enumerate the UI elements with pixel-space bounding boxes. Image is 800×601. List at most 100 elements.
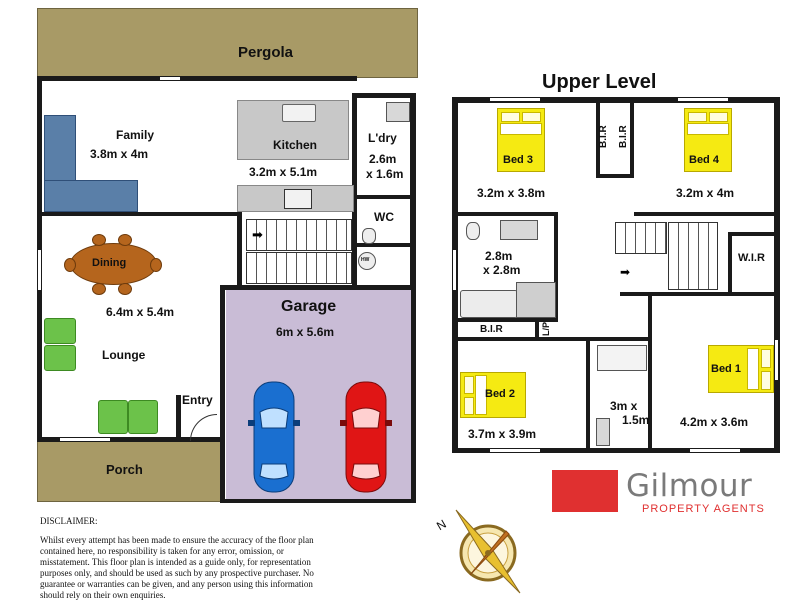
wall [220,499,416,503]
staircase [668,222,718,290]
pillow [522,112,541,122]
blue-car-icon [248,381,300,493]
dining-chair [92,283,106,295]
logo-name: Gilmour [626,468,753,504]
wall [352,243,416,247]
wall [452,448,780,453]
bed-2-label: Bed 2 [485,388,515,400]
wall [535,318,539,341]
wall [37,76,357,81]
laundry-label: L'dry [368,131,397,145]
wall [774,97,780,453]
wall [410,93,416,289]
staircase [246,252,352,284]
armchair [44,345,76,371]
wall [586,337,651,341]
logo-tagline: PROPERTY AGENTS [642,503,765,515]
wall [634,212,780,216]
lp-label: L/P [541,321,551,336]
bir-label: B.I.R [480,324,503,335]
wall [176,395,181,440]
shower-icon [597,345,647,371]
armchair [44,318,76,344]
bed-3-label: Bed 3 [503,154,533,166]
wall [452,318,558,322]
lounge-label: Lounge [102,348,146,362]
agency-logo: Gilmour PROPERTY AGENTS [552,468,782,516]
compass-icon [455,509,521,594]
window [690,449,740,452]
hw-label: HW [361,257,370,263]
bed-3: Bed 3 [497,108,545,172]
entry-label: Entry [182,393,213,407]
window [678,98,728,101]
bed-1-label: Bed 1 [711,363,741,375]
wall [37,437,223,442]
wall [237,212,242,287]
wall [352,195,416,199]
wall [630,97,634,177]
bath-size-2: x 2.8m [483,263,521,277]
wall [352,93,357,288]
dining-chair [150,258,162,272]
family-size: 3.8m x 4m [90,147,149,161]
bed-1: Bed 1 [708,345,774,393]
shower-icon [516,282,556,318]
pillow [761,371,771,390]
family-label: Family [116,128,155,142]
dining-label: Dining [92,257,127,269]
red-car-icon [340,381,392,493]
kitchen-sink-icon [282,104,316,122]
wall [220,285,225,503]
sheet [687,123,729,135]
upper-floor-plan: Upper Level [440,60,790,460]
pillow [464,397,474,415]
pergola-label: Pergola [238,44,294,61]
wir-label: W.I.R [738,252,765,264]
garage-size: 6m x 5.6m [276,325,335,339]
wall [452,212,558,216]
staircase [615,222,667,254]
bed-2-size: 3.7m x 3.9m [468,427,537,441]
logo-red-block [552,470,618,512]
wall [452,337,586,341]
arrow-right-icon: ➡ [620,265,631,279]
kitchen-label: Kitchen [273,138,318,152]
laundry-size-1: 2.6m [369,152,397,166]
bed-4: Bed 4 [684,108,732,172]
lounge-size: 6.4m x 5.4m [106,305,175,319]
wall [620,292,780,296]
bed-2: Bed 2 [460,372,526,418]
wall [728,232,780,236]
laundry-size-2: x 1.6m [366,167,404,181]
laundry-tub-icon [386,102,410,122]
wall [596,174,634,178]
ground-floor-plan: Pergola Porch Family 3.8m x 4m Kitchen 3… [0,0,430,510]
dining-chair [92,234,106,246]
wall [411,285,416,503]
window [775,340,778,380]
door-swing [190,414,217,441]
bed-4-size: 3.2m x 4m [676,186,735,200]
arrow-right-icon: ➡ [252,227,263,242]
wall [220,285,416,290]
wall [37,212,237,216]
bath-size-1: 2.8m [485,249,513,263]
sheet [500,123,542,135]
bed-3-size: 3.2m x 3.8m [477,186,546,200]
garage-label: Garage [281,298,337,315]
vanity-icon [500,220,538,240]
dining-chair [118,234,132,246]
staircase [246,219,352,251]
porch-label: Porch [106,462,143,477]
disclaimer-text: Whilst every attempt has been made to en… [40,535,314,600]
pillow [501,112,520,122]
toilet-icon [362,228,376,244]
window [490,449,540,452]
hw-icon [358,252,376,270]
wall [352,93,416,98]
wall [452,97,780,103]
porch-area [37,440,222,502]
disclaimer-title: DISCLAIMER: [40,516,98,526]
upper-level-title: Upper Level [542,71,657,93]
